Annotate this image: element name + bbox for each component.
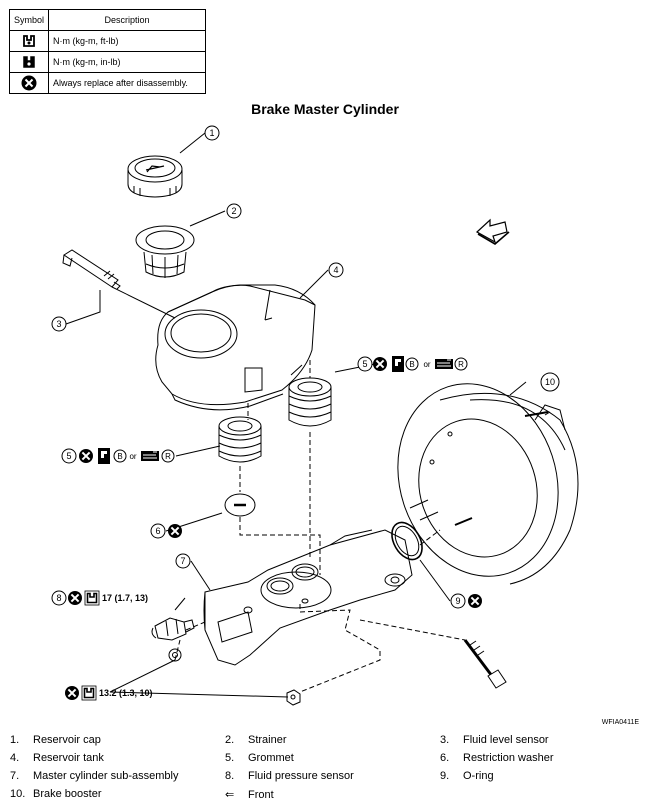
front-arrow-icon (475, 218, 510, 245)
or-label-upper: or (423, 360, 430, 369)
always-replace-icon (21, 75, 37, 91)
b-label-upper: B (409, 360, 414, 369)
legend-row: N·m (kg-m, ft-lb) (8, 30, 206, 52)
callout-5-upper: 5 (362, 359, 367, 369)
exploded-view-diagram: 1 2 3 4 5 5 6 7 8 9 10 B or R B or R 17 … (51, 125, 579, 706)
callout-2: 2 (231, 206, 236, 216)
part-item: 1.Reservoir cap (10, 734, 101, 746)
reservoir-cap (127, 155, 183, 198)
callout-7: 7 (180, 556, 185, 566)
reservoir-tank (155, 284, 316, 411)
grommet-upper (288, 377, 332, 427)
or-label-lower: or (129, 452, 136, 461)
callout-4: 4 (333, 265, 338, 275)
legend-header-description: Description (48, 9, 206, 31)
leader-lines (65, 132, 527, 698)
torque-spec-sensor: 17 (1.7, 13) (102, 593, 148, 603)
legend-description: N·m (kg-m, ft-lb) (48, 30, 206, 52)
brake-booster (397, 383, 579, 585)
legend-row: Always replace after disassembly. (8, 72, 206, 94)
parts-legend: 1.Reservoir cap 2.Strainer 3.Fluid level… (0, 734, 650, 806)
master-cylinder (203, 529, 413, 666)
callout-8: 8 (56, 593, 61, 603)
nut-lower (286, 689, 301, 706)
part-item: 5.Grommet (225, 752, 294, 764)
b-label-lower: B (117, 452, 122, 461)
restriction-washer (224, 493, 256, 517)
callout-5-lower: 5 (66, 451, 71, 461)
callout-1: 1 (209, 128, 214, 138)
figure-code: WFIA0411E (601, 719, 639, 726)
part-item: 7.Master cylinder sub-assembly (10, 770, 179, 782)
r-label-lower: R (165, 452, 171, 461)
legend-header-symbol: Symbol (8, 9, 50, 31)
front-arrow-glyph-icon: ⇐ (225, 789, 235, 801)
r-label-upper: R (458, 360, 464, 369)
callout-9: 9 (455, 596, 460, 606)
callout-6: 6 (155, 526, 160, 536)
legend-header-row: Symbol Description (8, 9, 206, 31)
strainer (135, 225, 195, 278)
legend-description: N·m (kg-m, in-lb) (48, 51, 206, 73)
part-item: 9.O-ring (440, 770, 494, 782)
part-item: 4.Reservoir tank (10, 752, 104, 764)
torque-wrench-inlb-icon (23, 56, 35, 68)
legend-description: Always replace after disassembly. (48, 72, 206, 94)
diagram-title: Brake Master Cylinder (251, 101, 399, 117)
bolt (463, 639, 507, 689)
fluid-pressure-sensor (151, 617, 195, 641)
part-item: 8.Fluid pressure sensor (225, 770, 354, 782)
torque-wrench-nm-icon (23, 35, 35, 47)
fluid-level-sensor (62, 249, 121, 290)
nut-small (168, 648, 182, 662)
legend-row: N·m (kg-m, in-lb) (8, 51, 206, 73)
part-item-front: ⇐Front (225, 789, 274, 801)
part-item: 2.Strainer (225, 734, 287, 746)
callout-circles (51, 125, 560, 609)
part-item: 6.Restriction washer (440, 752, 554, 764)
grommet-lower (218, 416, 262, 463)
part-item: 10.Brake booster (10, 788, 102, 800)
callout-3: 3 (56, 319, 61, 329)
torque-spec-nut: 13.2 (1.3, 10) (99, 688, 153, 698)
symbol-legend-table: Symbol Description N·m (kg-m, ft-lb) N·m… (8, 9, 206, 94)
callout-10: 10 (545, 377, 555, 387)
part-item: 3.Fluid level sensor (440, 734, 549, 746)
